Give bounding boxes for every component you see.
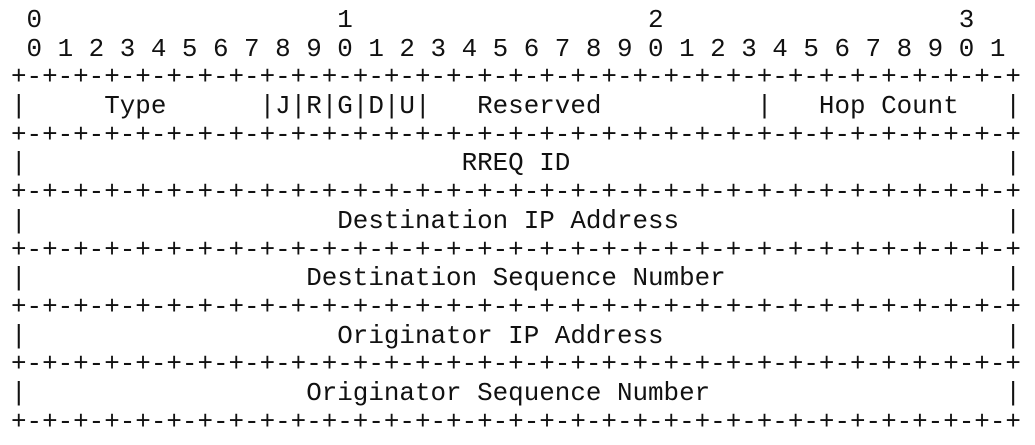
- row-originator-ip: | Originator IP Address |: [11, 320, 1021, 351]
- bit-units-ruler: 0 1 2 3 4 5 6 7 8 9 0 1 2 3 4 5 6 7 8 9 …: [11, 33, 1006, 64]
- field-border: +-+-+-+-+-+-+-+-+-+-+-+-+-+-+-+-+-+-+-+-…: [11, 406, 1021, 437]
- row-destination-seq: | Destination Sequence Number |: [11, 263, 1021, 294]
- field-border: +-+-+-+-+-+-+-+-+-+-+-+-+-+-+-+-+-+-+-+-…: [11, 291, 1021, 322]
- row-destination-ip: | Destination IP Address |: [11, 205, 1021, 236]
- row-originator-seq: | Originator Sequence Number |: [11, 377, 1021, 408]
- row-rreq-id: | RREQ ID |: [11, 148, 1021, 179]
- row-type-flags-hopcount: | Type |J|R|G|D|U| Reserved | Hop Count …: [11, 91, 1021, 122]
- field-border: +-+-+-+-+-+-+-+-+-+-+-+-+-+-+-+-+-+-+-+-…: [11, 177, 1021, 208]
- field-border: +-+-+-+-+-+-+-+-+-+-+-+-+-+-+-+-+-+-+-+-…: [11, 62, 1021, 93]
- field-border: +-+-+-+-+-+-+-+-+-+-+-+-+-+-+-+-+-+-+-+-…: [11, 234, 1021, 265]
- bit-tens-ruler: 0 1 2 3: [11, 5, 975, 35]
- field-border: +-+-+-+-+-+-+-+-+-+-+-+-+-+-+-+-+-+-+-+-…: [11, 119, 1021, 150]
- packet-format-diagram: 0 1 2 3 0 1 2 3 4 5 6 7 8 9 0 1 2 3 4 5 …: [11, 6, 1021, 436]
- field-border: +-+-+-+-+-+-+-+-+-+-+-+-+-+-+-+-+-+-+-+-…: [11, 349, 1021, 380]
